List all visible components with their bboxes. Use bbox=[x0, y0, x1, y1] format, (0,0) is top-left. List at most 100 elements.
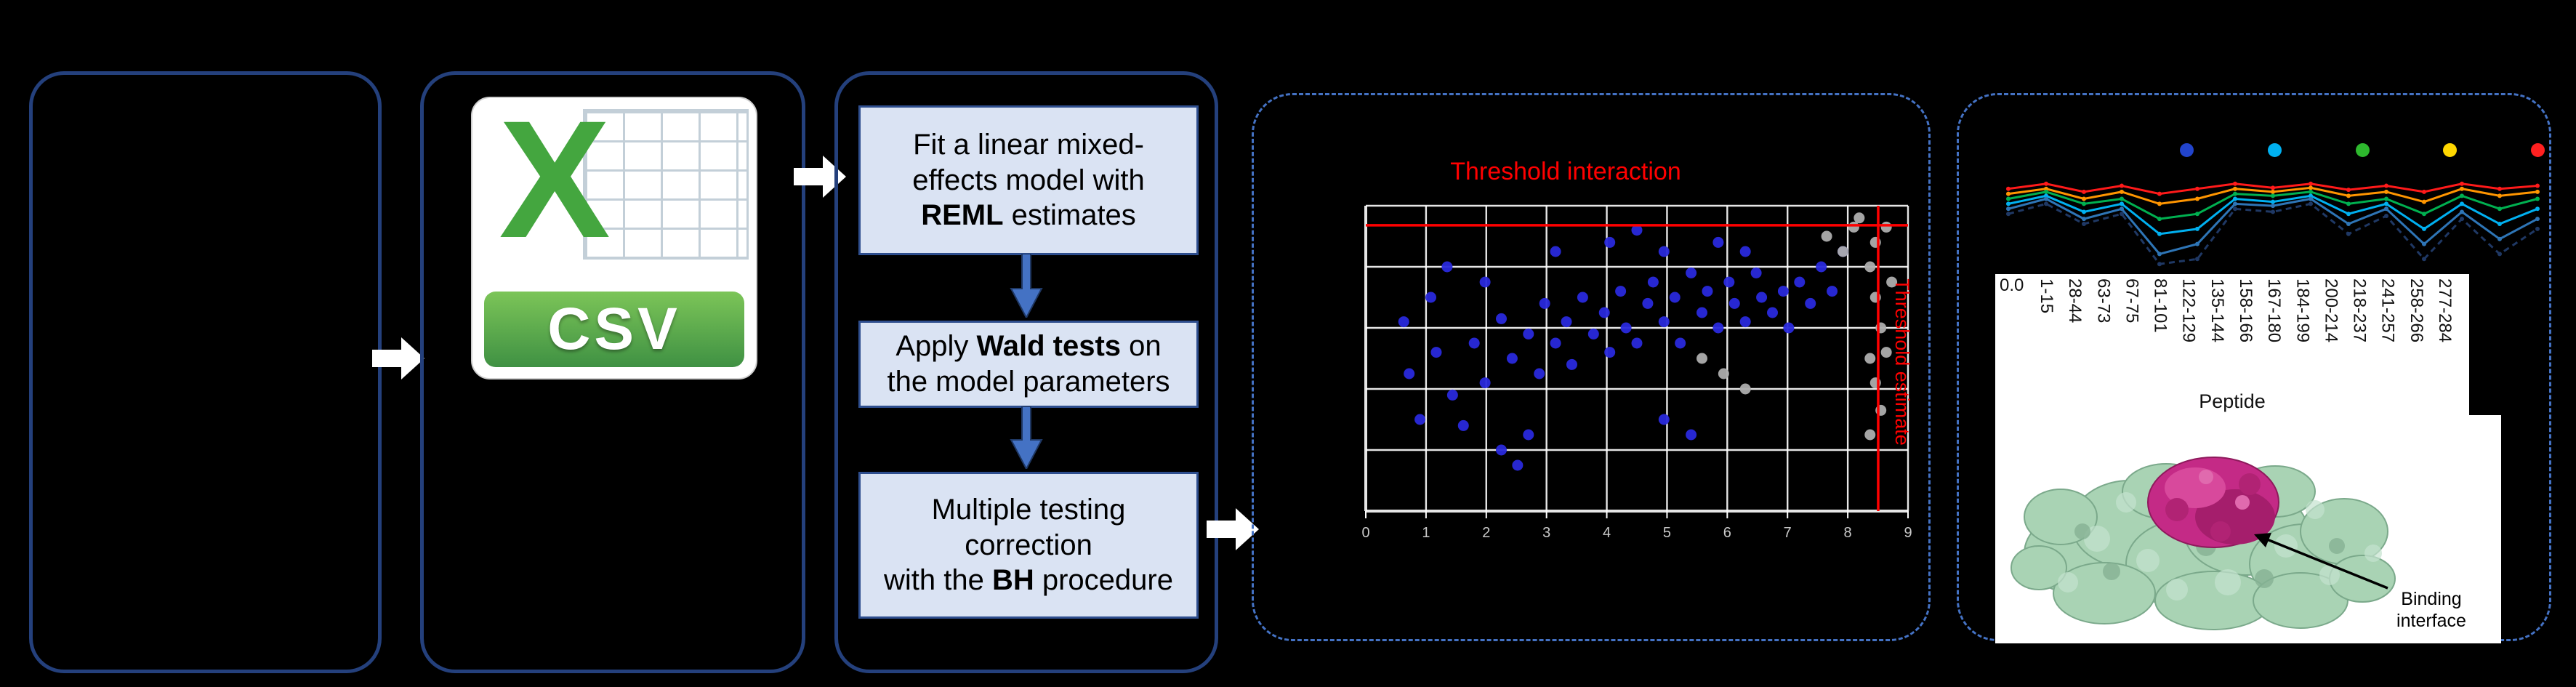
csv-file-box: X CSV bbox=[420, 71, 805, 673]
uptake-marker bbox=[2120, 196, 2124, 201]
uptake-marker bbox=[2006, 196, 2011, 201]
uptake-marker bbox=[2082, 189, 2086, 194]
uptake-marker bbox=[2006, 206, 2011, 212]
uptake-line-chart bbox=[2006, 181, 2540, 267]
scatter-point-nonsignificant bbox=[1837, 246, 1848, 257]
binding-interface-arrow bbox=[2254, 533, 2388, 590]
uptake-marker bbox=[2309, 181, 2313, 186]
peptide-tick-label: 158-166 bbox=[2235, 278, 2255, 343]
scatter-point-significant bbox=[1750, 267, 1762, 278]
arrow-shape bbox=[794, 156, 846, 198]
uptake-marker bbox=[2535, 226, 2540, 231]
timepoint-legend bbox=[2180, 143, 2545, 157]
uptake-marker bbox=[2384, 183, 2388, 188]
scatter-point-significant bbox=[1398, 316, 1409, 328]
peptide-tick-label: 81-101 bbox=[2150, 278, 2170, 333]
uptake-marker bbox=[2422, 212, 2426, 217]
peptide-tick-label: 200-214 bbox=[2321, 278, 2341, 343]
excel-x-logo-icon: X bbox=[499, 97, 611, 273]
uptake-marker bbox=[2422, 241, 2426, 246]
arrow-shape bbox=[372, 337, 424, 379]
uptake-marker bbox=[2195, 196, 2199, 201]
scatter-point-significant bbox=[1777, 286, 1789, 297]
scatter-point-significant bbox=[1604, 236, 1616, 248]
step-line: with the BH procedure bbox=[884, 564, 1173, 597]
uptake-marker bbox=[2195, 241, 2199, 246]
uptake-marker bbox=[2535, 189, 2540, 194]
scatter-point-significant bbox=[1561, 316, 1572, 328]
binding-interface-label: Binding interface bbox=[2396, 589, 2466, 631]
scatter-point-significant bbox=[1496, 313, 1507, 324]
x-axis-tick-label: 0 bbox=[1361, 525, 1369, 541]
uptake-marker bbox=[2422, 199, 2426, 204]
statistics-box: Fit a linear mixed- effects model with R… bbox=[834, 71, 1218, 673]
scatter-point-significant bbox=[1658, 316, 1670, 328]
uptake-marker bbox=[2082, 196, 2086, 201]
scatter-point-significant bbox=[1658, 414, 1670, 425]
x-axis-tick-label: 6 bbox=[1723, 525, 1731, 541]
scatter-point-nonsignificant bbox=[1864, 353, 1876, 364]
scatter-point-significant bbox=[1686, 429, 1697, 441]
uptake-marker bbox=[2271, 189, 2275, 194]
arrow-down-2-icon bbox=[1010, 406, 1043, 469]
peptide-tick-label: 184-199 bbox=[2293, 278, 2313, 343]
uptake-marker bbox=[2497, 186, 2502, 191]
uptake-marker bbox=[2309, 201, 2313, 206]
legend-dot-icon bbox=[2355, 143, 2370, 157]
protein-structure-panel: Binding interface bbox=[1995, 415, 2501, 643]
scatter-point-significant bbox=[1604, 347, 1616, 358]
scatter-point-nonsignificant bbox=[1880, 221, 1892, 233]
uptake-marker bbox=[2233, 206, 2237, 212]
uptake-marker bbox=[2120, 212, 2124, 217]
scatter-point-significant bbox=[1794, 276, 1806, 288]
uptake-marker bbox=[2460, 181, 2464, 186]
step-line: Multiple testing bbox=[931, 493, 1126, 526]
step-bh-correction: Multiple testing correction with the BH … bbox=[858, 472, 1199, 619]
uptake-marker bbox=[2384, 206, 2388, 212]
uptake-marker bbox=[2271, 193, 2275, 198]
scatter-point-nonsignificant bbox=[1848, 221, 1859, 233]
peptide-tick-label: 1-15 bbox=[2037, 278, 2056, 314]
uptake-marker bbox=[2460, 217, 2464, 222]
scatter-point-significant bbox=[1414, 414, 1426, 425]
uptake-marker bbox=[2233, 196, 2237, 201]
step-line: the model parameters bbox=[887, 366, 1170, 398]
protein-surface-texture bbox=[2058, 492, 2382, 600]
uptake-marker bbox=[2082, 217, 2086, 222]
uptake-marker bbox=[2233, 181, 2237, 186]
scatter-point-significant bbox=[1468, 337, 1480, 349]
uptake-marker bbox=[2044, 186, 2048, 191]
uptake-marker bbox=[2082, 222, 2086, 226]
arrow-down-1-icon bbox=[1010, 254, 1043, 318]
scatter-point-significant bbox=[1479, 377, 1491, 389]
scatter-point-significant bbox=[1631, 337, 1643, 349]
spreadsheet-grid-icon bbox=[583, 109, 749, 260]
uptake-marker bbox=[2006, 212, 2011, 217]
uptake-marker bbox=[2309, 185, 2313, 190]
scatter-point-significant bbox=[1739, 316, 1751, 328]
uptake-marker bbox=[2460, 209, 2464, 214]
arrow-right-1-icon bbox=[372, 337, 424, 379]
scatter-point-significant bbox=[1658, 246, 1670, 257]
scatter-point-significant bbox=[1816, 261, 1827, 273]
uptake-marker bbox=[2309, 189, 2313, 194]
uptake-marker bbox=[2006, 186, 2011, 191]
uptake-marker bbox=[2422, 189, 2426, 194]
uptake-marker bbox=[2497, 236, 2502, 241]
uptake-line-series-navy bbox=[2008, 202, 2538, 265]
peptide-axis-title: Peptide bbox=[2199, 390, 2266, 412]
step-line: Apply Wald tests on bbox=[895, 330, 1162, 363]
scatter-point-significant bbox=[1598, 307, 1610, 318]
x-axis-tick-label: 1 bbox=[1422, 525, 1430, 541]
scatter-point-significant bbox=[1728, 297, 1740, 309]
uptake-marker bbox=[2535, 183, 2540, 188]
scatter-point-significant bbox=[1506, 353, 1518, 364]
scatter-point-significant bbox=[1620, 322, 1632, 334]
uptake-marker bbox=[2422, 257, 2426, 262]
uptake-marker bbox=[2195, 212, 2199, 217]
x-axis-tick-label: 4 bbox=[1603, 525, 1611, 541]
scatter-point-nonsignificant bbox=[1821, 230, 1832, 242]
scatter-point-significant bbox=[1550, 337, 1561, 349]
